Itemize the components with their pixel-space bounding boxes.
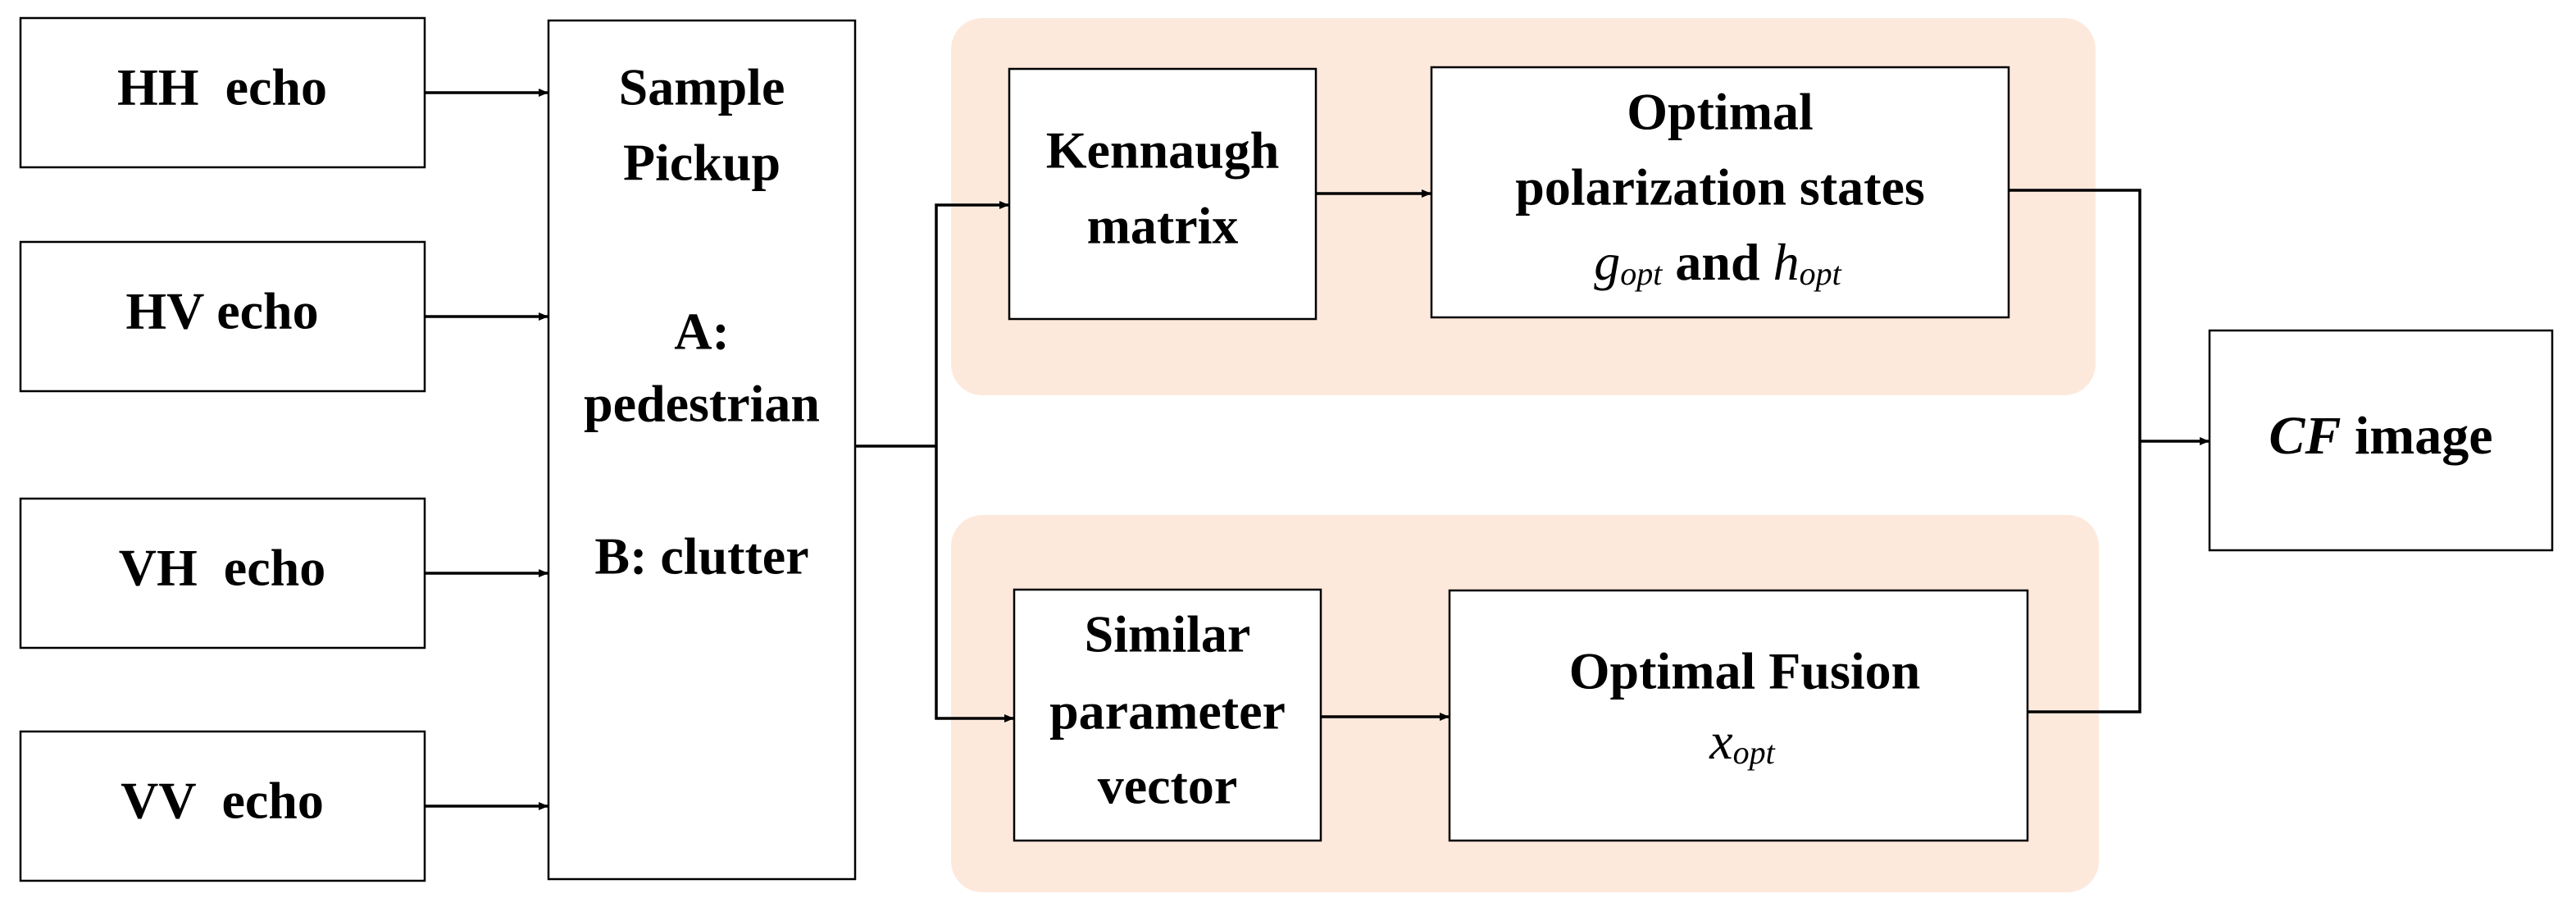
kennaugh-label-line2: matrix [1087, 197, 1239, 255]
sample-pickup-box: Sample Pickup A: pedestrian B: clutter [547, 19, 857, 881]
optimal-fusion-label: Optimal Fusion [1569, 642, 1921, 700]
vh-echo-label: VH echo [119, 539, 325, 597]
vv-echo-label: VV echo [121, 772, 324, 830]
cf-image-box: CF image [2208, 329, 2554, 552]
similar-parameter-box: Similar parameter vector [1013, 588, 1322, 842]
hv-echo-label: HV echo [125, 282, 318, 340]
cf-symbol: CF [2269, 406, 2341, 466]
hh-echo-box: HH echo [19, 16, 426, 169]
kennaugh-label-line1: Kennaugh [1046, 121, 1280, 180]
x-opt-symbol: x [1709, 712, 1732, 770]
splitter-lower-arrow [935, 446, 1014, 722]
optimal-polarization-line1: Optimal [1627, 83, 1814, 141]
h-opt-symbol: h [1773, 233, 1800, 291]
optimal-polarization-box: Optimal polarization states gopt and hop… [1430, 66, 2010, 319]
upper-merge-line [2009, 189, 2141, 441]
and-word: and [1662, 233, 1773, 291]
x-opt-formula: xopt [1709, 712, 1775, 772]
similar-parameter-line2: parameter [1049, 682, 1286, 741]
hv-echo-box: HV echo [19, 240, 426, 393]
vh-echo-box: VH echo [19, 497, 426, 649]
similar-parameter-line1: Similar [1085, 605, 1251, 663]
sample-pickup-title-line2: Pickup [623, 134, 781, 192]
cf-image-label: CF image [2269, 406, 2492, 466]
splitter-upper-arrow [935, 201, 1009, 446]
optimal-polarization-formula: gopt and hopt [1594, 233, 1841, 293]
g-opt-symbol: g [1594, 233, 1620, 291]
h-opt-subscript: opt [1800, 255, 1842, 292]
class-a-label: A: [674, 303, 730, 361]
kennaugh-matrix-box: Kennaugh matrix [1008, 67, 1318, 321]
hh-echo-label: HH echo [117, 58, 327, 116]
optimal-fusion-box: Optimal Fusion xopt [1448, 589, 2029, 842]
class-b-label: B: clutter [594, 527, 808, 586]
vv-echo-box: VV echo [19, 730, 426, 882]
optimal-polarization-line2: polarization states [1515, 158, 1925, 216]
lower-merge-line [2028, 441, 2141, 713]
class-a-value: pedestrian [584, 375, 820, 433]
sample-pickup-title-line1: Sample [619, 58, 785, 116]
x-opt-subscript: opt [1733, 734, 1776, 771]
g-opt-subscript: opt [1620, 255, 1663, 292]
similar-parameter-line3: vector [1098, 757, 1238, 815]
image-word: image [2341, 406, 2492, 466]
